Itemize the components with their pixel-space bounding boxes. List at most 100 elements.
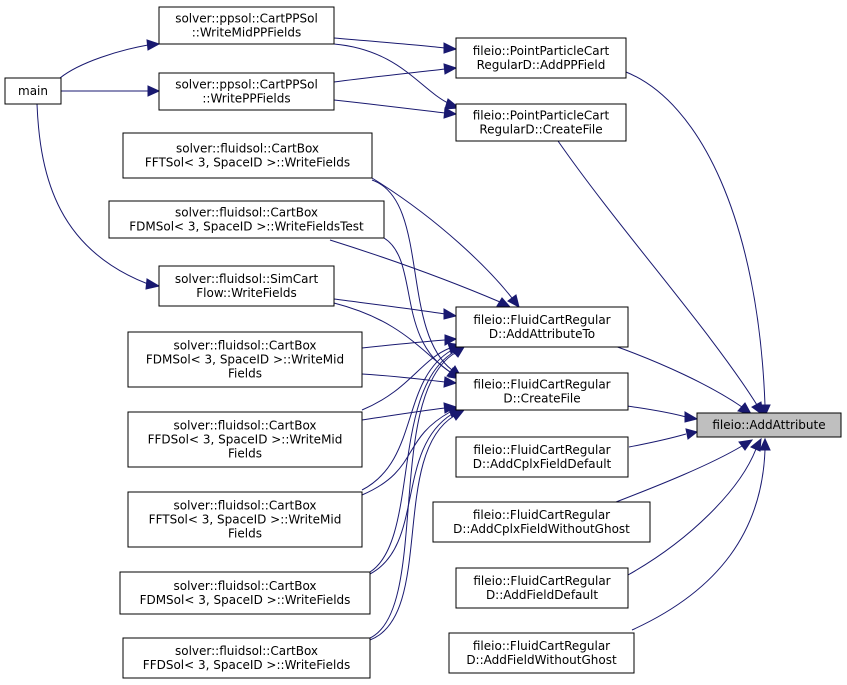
node-label-line: Fields xyxy=(228,527,262,541)
node-box xyxy=(158,72,335,111)
edge-main-to-writepp xyxy=(61,85,161,97)
node-fc-addfielddefault[interactable]: fileio::FluidCartRegularD::AddFieldDefau… xyxy=(455,567,629,609)
node-label-line: fileio::FluidCartRegular xyxy=(473,639,610,653)
edge-writepp-to-pp-addppfield xyxy=(333,63,458,83)
edge-fdm-writemid-to-addattributeto xyxy=(361,334,458,349)
node-label-line: fileio::FluidCartRegular xyxy=(473,574,610,588)
node-box xyxy=(696,412,842,438)
node-label-line: solver::fluidsol::CartBox xyxy=(173,579,316,593)
node-label-line: FDMSol< 3, SpaceID >::WriteFields xyxy=(140,593,351,607)
node-label-line: D::AddFieldWithoutGhost xyxy=(466,653,617,667)
node-label-line: RegularD::CreateFile xyxy=(479,123,602,137)
node-box xyxy=(448,632,635,674)
node-label-line: fileio::AddAttribute xyxy=(712,418,825,432)
edge-fc-addcplxwithoutghost-to-addattribute xyxy=(615,439,754,503)
node-label-line: solver::fluidsol::CartBox xyxy=(176,142,319,156)
node-writemidpp[interactable]: solver::ppsol::CartPPSol::WriteMidPPFiel… xyxy=(158,6,335,45)
node-label-line: FFDSol< 3, SpaceID >::WriteMid xyxy=(148,433,343,447)
node-label-line: solver::fluidsol::CartBox xyxy=(175,206,318,220)
node-label-line: fileio::PointParticleCart xyxy=(473,109,610,123)
edge-fdm-writemid-to-fc-createfile xyxy=(361,373,458,388)
node-label-line: Fields xyxy=(228,367,262,381)
node-label-line: solver::ppsol::CartPPSol xyxy=(175,78,318,92)
node-label-line: solver::fluidsol::CartBox xyxy=(173,339,316,353)
node-label-line: solver::fluidsol::CartBox xyxy=(173,499,316,513)
node-label-line: D::CreateFile xyxy=(503,392,580,406)
node-box xyxy=(122,132,373,179)
node-simcart-writefields[interactable]: solver::fluidsol::SimCartFlow::WriteFiel… xyxy=(158,265,335,307)
node-box xyxy=(455,306,629,348)
edge-simcart-to-addattributeto xyxy=(333,298,458,320)
node-label-line: main xyxy=(18,84,48,98)
node-pp-addppfield[interactable]: fileio::PointParticleCartRegularD::AddPP… xyxy=(455,37,627,79)
node-label-line: FFDSol< 3, SpaceID >::WriteFields xyxy=(143,658,350,672)
node-box xyxy=(455,103,627,142)
edge-fc-addfielddefault-to-addattribute xyxy=(627,437,762,576)
edge-ffd-writefields-to-addattributeto xyxy=(369,346,465,639)
node-writepp[interactable]: solver::ppsol::CartPPSol::WritePPFields xyxy=(158,72,335,111)
node-box xyxy=(158,265,335,307)
node-label-line: fileio::FluidCartRegular xyxy=(473,508,610,522)
node-box xyxy=(127,331,363,388)
node-box xyxy=(455,372,629,411)
node-main[interactable]: main xyxy=(4,77,62,105)
edge-fdm-writefieldstest-to-fc-createfile xyxy=(383,237,462,380)
node-label-line: FFTSol< 3, SpaceID >::WriteFields xyxy=(145,156,350,170)
node-fc-addcplxdefault[interactable]: fileio::FluidCartRegularD::AddCplxFieldD… xyxy=(455,436,629,478)
node-box xyxy=(432,501,651,543)
node-label-line: FFTSol< 3, SpaceID >::WriteMid xyxy=(149,513,342,527)
node-label-line: FDMSol< 3, SpaceID >::WriteFieldsTest xyxy=(129,220,364,234)
node-label-line: D::AddCplxFieldWithoutGhost xyxy=(453,522,630,536)
node-label-line: fileio::FluidCartRegular xyxy=(473,313,610,327)
node-label-line: Flow::WriteFields xyxy=(196,286,296,300)
edge-writemidpp-to-pp-addppfield xyxy=(333,37,458,54)
edge-main-to-simcart xyxy=(36,103,161,290)
edge-fdm-writefieldstest-to-addattributeto xyxy=(329,239,512,308)
node-box xyxy=(127,491,363,548)
node-addattribute: fileio::AddAttribute xyxy=(696,412,842,438)
edge-ffd-writemid-to-addattributeto xyxy=(361,342,463,411)
node-pp-createfile[interactable]: fileio::PointParticleCartRegularD::Creat… xyxy=(455,103,627,142)
edge-fc-addattributeto-to-addattribute xyxy=(611,344,752,415)
node-fc-addfieldwithoutghost[interactable]: fileio::FluidCartRegularD::AddFieldWitho… xyxy=(448,632,635,674)
edge-main-to-writemidpp xyxy=(59,39,161,79)
node-box xyxy=(158,6,335,45)
node-label-line: solver::fluidsol::CartBox xyxy=(173,419,316,433)
node-box xyxy=(455,37,627,79)
node-box xyxy=(127,411,363,468)
node-label-line: ::WritePPFields xyxy=(202,92,290,106)
node-fc-addcplxwithoutghost[interactable]: fileio::FluidCartRegularD::AddCplxFieldW… xyxy=(432,501,651,543)
node-label-line: fileio::FluidCartRegular xyxy=(473,378,610,392)
node-label-line: fileio::PointParticleCart xyxy=(473,44,610,58)
edge-pp-createfile-to-addattribute xyxy=(557,140,764,417)
node-label-line: D::AddCplxFieldDefault xyxy=(473,457,612,471)
call-graph-edges xyxy=(36,37,771,641)
node-box xyxy=(455,567,629,609)
node-label-line: solver::fluidsol::CartBox xyxy=(175,644,318,658)
node-box xyxy=(119,571,371,615)
node-label-line: Fields xyxy=(228,447,262,461)
edge-writemidpp-to-pp-createfile xyxy=(333,43,461,110)
node-label-line: ::WriteMidPPFields xyxy=(192,26,302,40)
edge-fft-writemid-to-fc-createfile xyxy=(361,406,463,496)
node-box xyxy=(455,436,629,478)
edge-writepp-to-pp-createfile xyxy=(333,99,458,119)
edge-fft-writefields-to-addattributeto xyxy=(371,177,520,308)
node-label-line: D::AddAttributeTo xyxy=(489,327,595,341)
node-box xyxy=(108,200,385,239)
node-fc-addattributeto[interactable]: fileio::FluidCartRegularD::AddAttributeT… xyxy=(455,306,629,348)
edge-fc-addfieldwithoutghost-to-addattribute xyxy=(631,437,771,631)
node-box xyxy=(122,637,371,679)
edge-fc-addcplxdefault-to-addattribute xyxy=(628,428,699,448)
call-graph-nodes: main solver::ppsol::CartPPSol::WriteMidPP… xyxy=(4,6,842,679)
node-label-line: solver::ppsol::CartPPSol xyxy=(175,12,318,26)
